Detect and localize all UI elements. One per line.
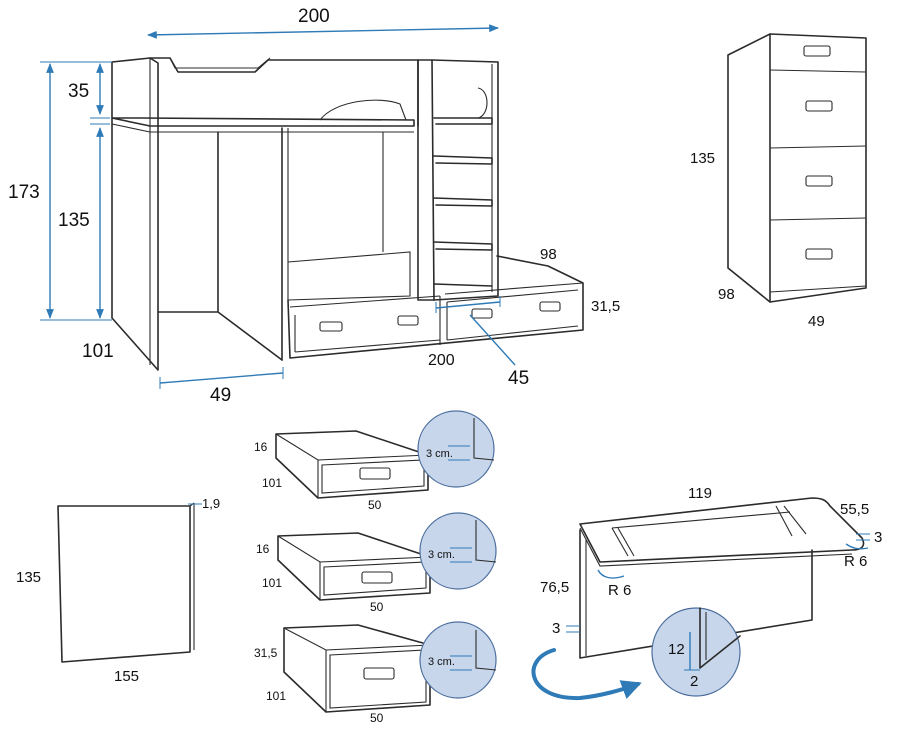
bunk-height-total-label: 173 — [8, 182, 40, 203]
chest-width-label: 49 — [808, 313, 825, 330]
bunk-bed-drawing — [111, 57, 584, 371]
bunk-lower-height-label: 135 — [58, 210, 90, 231]
drawer-3-width-label: 50 — [370, 711, 384, 725]
drawer-3-height-label: 31,5 — [254, 646, 278, 660]
drawer-2-width-label: 50 — [370, 600, 384, 614]
bunk-drawer-depth-label: 98 — [540, 246, 557, 263]
panel-drawing — [57, 502, 202, 663]
drawer-2-drawing — [277, 512, 497, 601]
desk-top-thickness-label: 3 — [874, 529, 882, 546]
bunk-drawer-width-label: 200 — [428, 352, 455, 369]
desk-groove-depth-label: 2 — [690, 673, 698, 690]
drawer-3-depth-label: 101 — [266, 689, 286, 703]
drawer-3-drawing — [283, 621, 497, 713]
desk-panel-thickness-label: 3 — [552, 620, 560, 637]
drawer-3-detail-label: 3 cm. — [428, 656, 455, 668]
bunk-top-height-label: 35 — [68, 81, 89, 102]
desk-radius-right-label: R 6 — [844, 553, 867, 570]
desk-radius-left-label: R 6 — [608, 582, 631, 599]
bunk-side-depth-label: 101 — [82, 341, 114, 362]
drawer-1-width-label: 50 — [368, 498, 382, 512]
desk-groove-height-label: 12 — [668, 641, 685, 658]
labels: 200 173 35 135 101 49 200 98 31,5 45 135… — [8, 6, 882, 725]
drawer-1-drawing — [275, 410, 495, 499]
chest-drawing — [727, 33, 867, 303]
drawer-2-height-label: 16 — [256, 542, 270, 556]
desk-drawing — [531, 497, 870, 701]
chest-height-label: 135 — [690, 150, 715, 167]
bunk-base-depth-label: 49 — [210, 385, 231, 406]
drawer-1-depth-label: 101 — [262, 476, 282, 490]
drawer-2-detail-label: 3 cm. — [428, 549, 455, 561]
bunk-step-width-label: 45 — [508, 368, 529, 389]
drawer-2-depth-label: 101 — [262, 576, 282, 590]
chest-depth-label: 98 — [718, 286, 735, 303]
bunk-dimensions — [40, 24, 516, 389]
desk-height-label: 76,5 — [540, 579, 569, 596]
panel-width-label: 155 — [114, 668, 139, 685]
drawer-1-height-label: 16 — [254, 440, 268, 454]
desk-depth-label: 55,5 — [840, 501, 869, 518]
drawer-1-detail-label: 3 cm. — [426, 448, 453, 460]
desk-length-label: 119 — [688, 485, 712, 502]
panel-height-label: 135 — [16, 569, 41, 586]
bunk-width-top-label: 200 — [298, 6, 330, 27]
panel-thickness-label: 1,9 — [202, 496, 220, 511]
bunk-drawer-height-label: 31,5 — [591, 298, 620, 315]
